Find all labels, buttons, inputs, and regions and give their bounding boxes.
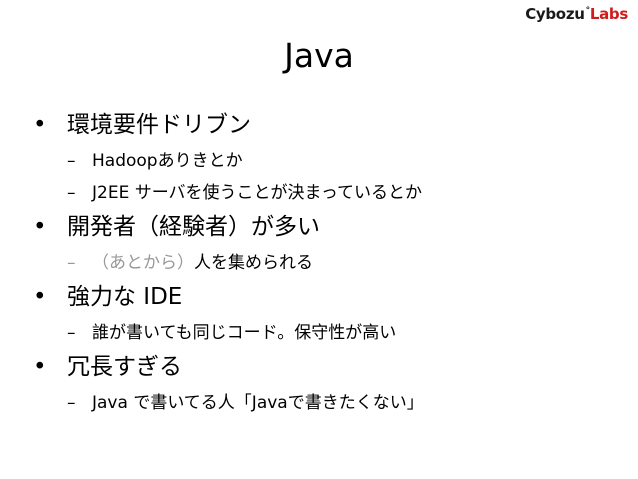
sub-bullet-text: 人を集められる xyxy=(194,253,313,273)
sub-bullet-item: – （あとから）人を集められる xyxy=(33,250,623,276)
dash-marker: – xyxy=(67,151,76,171)
bullet-text: 環境要件ドリブン xyxy=(67,112,251,138)
bullet-marker: • xyxy=(33,284,47,310)
dash-marker: – xyxy=(67,323,76,343)
cybozu-labs-logo: Cybozu°Labs xyxy=(525,5,628,23)
sub-bullet-text: 誰が書いても同じコード。保守性が高い xyxy=(92,323,397,343)
sub-bullet-text: Java で書いてる人「Javaで書きたくない」 xyxy=(92,393,424,413)
logo-suffix: Labs xyxy=(589,5,628,23)
bullet-group-verbose: • 冗長すぎる – Java で書いてる人「Javaで書きたくない」 xyxy=(33,352,623,416)
sub-bullet-muted-text: （あとから） xyxy=(92,253,194,273)
bullet-group-ide: • 強力な IDE – 誰が書いても同じコード。保守性が高い xyxy=(33,282,623,346)
bullet-text: 強力な IDE xyxy=(67,284,183,310)
dash-marker: – xyxy=(67,183,76,203)
logo-brand: Cybozu xyxy=(525,5,585,23)
bullet-item: • 冗長すぎる xyxy=(33,352,623,382)
bullet-item: • 開発者（経験者）が多い xyxy=(33,212,623,242)
bullet-item: • 環境要件ドリブン xyxy=(33,110,623,140)
sub-bullet-item: – 誰が書いても同じコード。保守性が高い xyxy=(33,320,623,346)
bullet-group-requirements: • 環境要件ドリブン – Hadoopありきとか – J2EE サーバを使うこと… xyxy=(33,110,623,206)
bullet-item: • 強力な IDE xyxy=(33,282,623,312)
sub-bullet-item: – J2EE サーバを使うことが決まっているとか xyxy=(33,180,623,206)
bullet-group-developers: • 開発者（経験者）が多い – （あとから）人を集められる xyxy=(33,212,623,276)
bullet-marker: • xyxy=(33,214,47,240)
bullet-marker: • xyxy=(33,112,47,138)
sub-bullet-text: Hadoopありきとか xyxy=(92,151,243,171)
sub-bullet-text: J2EE サーバを使うことが決まっているとか xyxy=(92,183,423,203)
sub-bullet-item: – Java で書いてる人「Javaで書きたくない」 xyxy=(33,390,623,416)
sub-bullet-item: – Hadoopありきとか xyxy=(33,148,623,174)
dash-marker: – xyxy=(67,393,76,413)
dash-marker: – xyxy=(67,253,76,273)
logo-mark: ° xyxy=(585,6,591,16)
slide-title: Java xyxy=(284,36,354,75)
bullet-marker: • xyxy=(33,354,47,380)
bullet-list: • 環境要件ドリブン – Hadoopありきとか – J2EE サーバを使うこと… xyxy=(33,110,623,422)
bullet-text: 冗長すぎる xyxy=(67,354,182,380)
bullet-text: 開発者（経験者）が多い xyxy=(67,214,320,240)
